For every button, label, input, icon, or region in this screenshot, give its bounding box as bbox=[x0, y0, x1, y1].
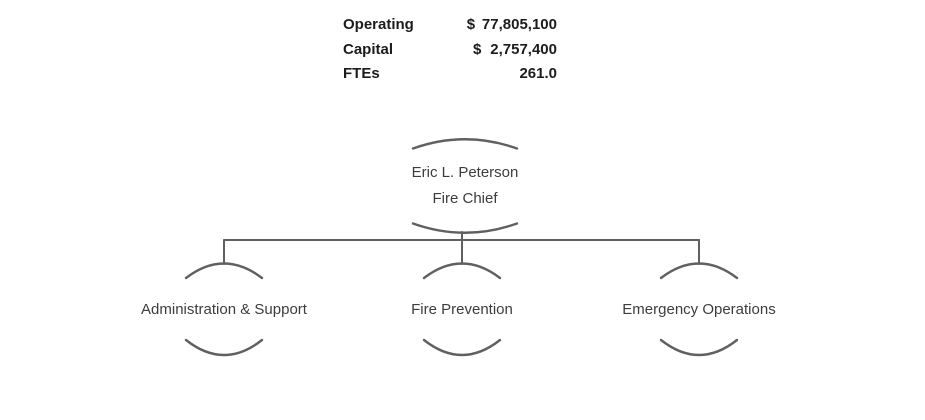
node-emergency-operations: Emergency Operations bbox=[622, 301, 776, 318]
node-fire-prevention: Fire Prevention bbox=[411, 301, 513, 318]
root-node-bottom-arc bbox=[411, 222, 519, 234]
root-node-title: Fire Chief bbox=[432, 190, 498, 207]
root-node-name: Eric L. Peterson bbox=[411, 164, 519, 181]
budget-summary-table: Operating $ 77,805,100 Capital $ 2,757,4… bbox=[343, 13, 557, 87]
admin-node-bottom-arc bbox=[184, 338, 264, 357]
node-administration-support: Administration & Support bbox=[141, 301, 307, 318]
summary-row-operating: Operating $ 77,805,100 bbox=[343, 13, 557, 38]
summary-value: 77,805,100 bbox=[481, 16, 557, 33]
currency-symbol: $ bbox=[473, 40, 482, 58]
prevention-node-top-arc bbox=[422, 262, 502, 280]
summary-value: 261.0 bbox=[519, 65, 557, 82]
summary-label: Capital bbox=[343, 40, 394, 58]
summary-value: 2,757,400 bbox=[490, 40, 557, 58]
emergency-node-bottom-arc bbox=[659, 338, 739, 357]
root-node: Eric L. Peterson Fire Chief bbox=[340, 160, 590, 212]
summary-label: Operating bbox=[343, 16, 414, 33]
summary-label: FTEs bbox=[343, 65, 380, 82]
admin-node-top-arc bbox=[184, 262, 264, 280]
summary-row-ftes: FTEs 261.0 bbox=[343, 62, 557, 87]
root-node-top-arc bbox=[411, 138, 519, 150]
summary-row-capital: Capital $ 2,757,400 bbox=[343, 38, 557, 63]
emergency-node-top-arc bbox=[659, 262, 739, 280]
currency-symbol: $ bbox=[466, 16, 476, 33]
prevention-node-bottom-arc bbox=[422, 338, 502, 357]
